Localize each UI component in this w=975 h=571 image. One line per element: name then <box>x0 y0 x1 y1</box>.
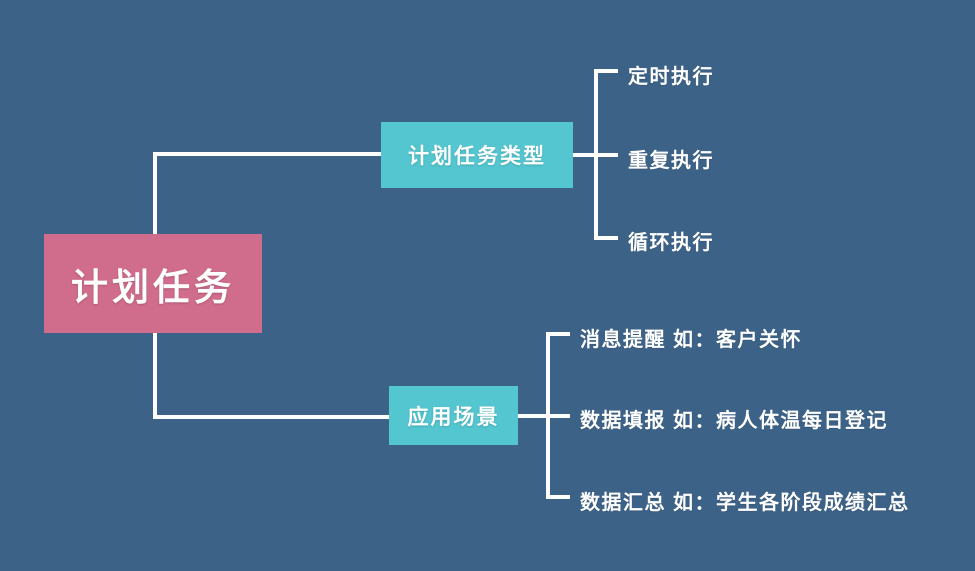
branch-scene-leaf-stub-2 <box>546 414 570 418</box>
branch-scene-leaf-stub-1 <box>546 332 570 336</box>
branch-type-leaf-stub-1 <box>594 69 618 73</box>
leaf-label-message-reminder[interactable]: 消息提醒 如：客户关怀 <box>580 329 803 351</box>
branch-scene-leaf-stub-3 <box>546 495 570 499</box>
leaf-label-scheduled-execution[interactable]: 定时执行 <box>628 66 714 88</box>
root-node-calendar-task[interactable]: 计划任务 <box>44 234 262 333</box>
branch-node-task-type[interactable]: 计划任务类型 <box>381 122 573 188</box>
branch-type-connector-stem <box>573 153 598 157</box>
leaf-label-repeat-execution[interactable]: 重复执行 <box>628 150 714 172</box>
root-connector-stub-bottom <box>153 415 391 419</box>
branch-scene-connector-stem <box>518 414 548 418</box>
branch-node-application-scene[interactable]: 应用场景 <box>389 386 518 445</box>
branch-type-leaf-stub-3 <box>594 236 618 240</box>
root-connector-stub-top <box>153 152 383 156</box>
leaf-label-data-summary[interactable]: 数据汇总 如：学生各阶段成绩汇总 <box>580 492 910 514</box>
leaf-label-loop-execution[interactable]: 循环执行 <box>628 232 714 254</box>
branch-type-leaf-stub-2 <box>594 153 618 157</box>
leaf-label-data-entry[interactable]: 数据填报 如：病人体温每日登记 <box>580 410 889 432</box>
